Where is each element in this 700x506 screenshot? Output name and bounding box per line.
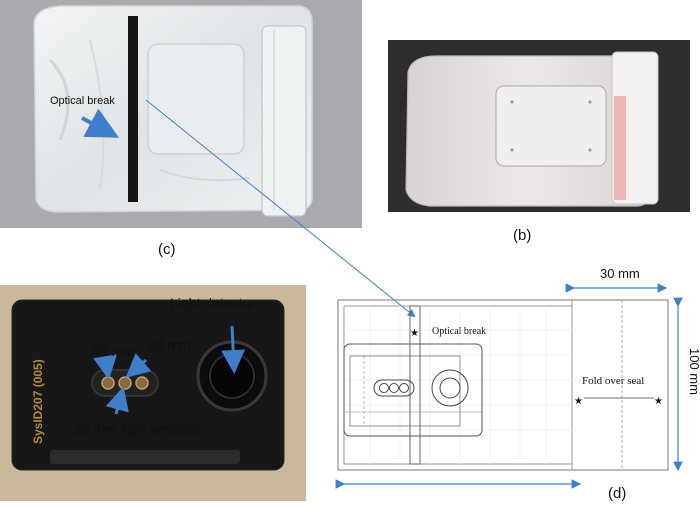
- pouch-dot: [510, 100, 514, 104]
- drawing-detector-inner: [439, 377, 461, 399]
- optical-break-strip: [409, 305, 421, 465]
- star-marker: ★: [574, 396, 583, 407]
- bag-b-pouch: [495, 85, 607, 167]
- device-photo: SysID207 (005) Light detector 40 mm 30 m…: [0, 285, 306, 501]
- pouch-dot: [588, 100, 592, 104]
- dim-30-label: 30 mm: [148, 337, 191, 353]
- optical-break-annotation: Optical break: [50, 95, 115, 107]
- dim-40-label: 40 mm: [92, 343, 135, 359]
- drawing-d: ★ ★ ★ Optical break Fold over seal 30 mm…: [335, 266, 700, 502]
- drawing-emitter: [379, 383, 389, 393]
- drawing-emitter-housing: [373, 379, 415, 397]
- panel-d-label: (d): [608, 485, 626, 502]
- device-id-label: SysID207 (005): [31, 359, 45, 444]
- bag-c-seal: [261, 25, 307, 217]
- star-marker: ★: [654, 396, 663, 407]
- pouch-dot: [588, 148, 592, 152]
- device-inner-outline: [349, 355, 461, 427]
- drawing-detector-outer: [431, 369, 469, 407]
- star-marker: ★: [410, 328, 419, 339]
- fold-over-seal-label: Fold over seal: [582, 375, 644, 387]
- dim-30-arrow: [125, 353, 152, 378]
- connector-line: [145, 99, 416, 318]
- detector-arrow: [221, 325, 246, 374]
- optical-break-band: [128, 16, 138, 202]
- drawing-optical-break-label: Optical break: [432, 326, 486, 337]
- bag-c-pouch: [147, 43, 245, 155]
- bag-c-crease: [159, 169, 251, 182]
- optical-break-arrow: [81, 108, 120, 138]
- emitter-led: [118, 376, 132, 390]
- drawing-outer-border: [337, 299, 669, 471]
- dim-right-label: 100 mm: [687, 348, 700, 395]
- bag-b-seal-pink: [614, 96, 626, 200]
- emitter-led: [135, 376, 149, 390]
- drawing-emitter: [389, 383, 399, 393]
- light-detector-lens: [209, 353, 255, 399]
- panel-c-label: (c): [158, 241, 176, 258]
- drawing-emitter: [399, 383, 409, 393]
- emitters-arrow: [105, 386, 129, 415]
- bag-c-crease: [48, 58, 70, 141]
- device-slot: [50, 450, 240, 464]
- photo-c: Optical break: [0, 0, 362, 228]
- emitters-label: 35 mm light emitters: [74, 421, 200, 437]
- panel-b-label: (b): [513, 227, 531, 244]
- pouch-dot: [510, 148, 514, 152]
- photo-b: [388, 40, 690, 212]
- emitter-led: [101, 376, 115, 390]
- dim-40-arrow: [93, 354, 117, 380]
- device-outline: [343, 343, 483, 437]
- dim-top-label: 30 mm: [600, 266, 640, 281]
- light-detector-label: Light detector: [170, 295, 255, 311]
